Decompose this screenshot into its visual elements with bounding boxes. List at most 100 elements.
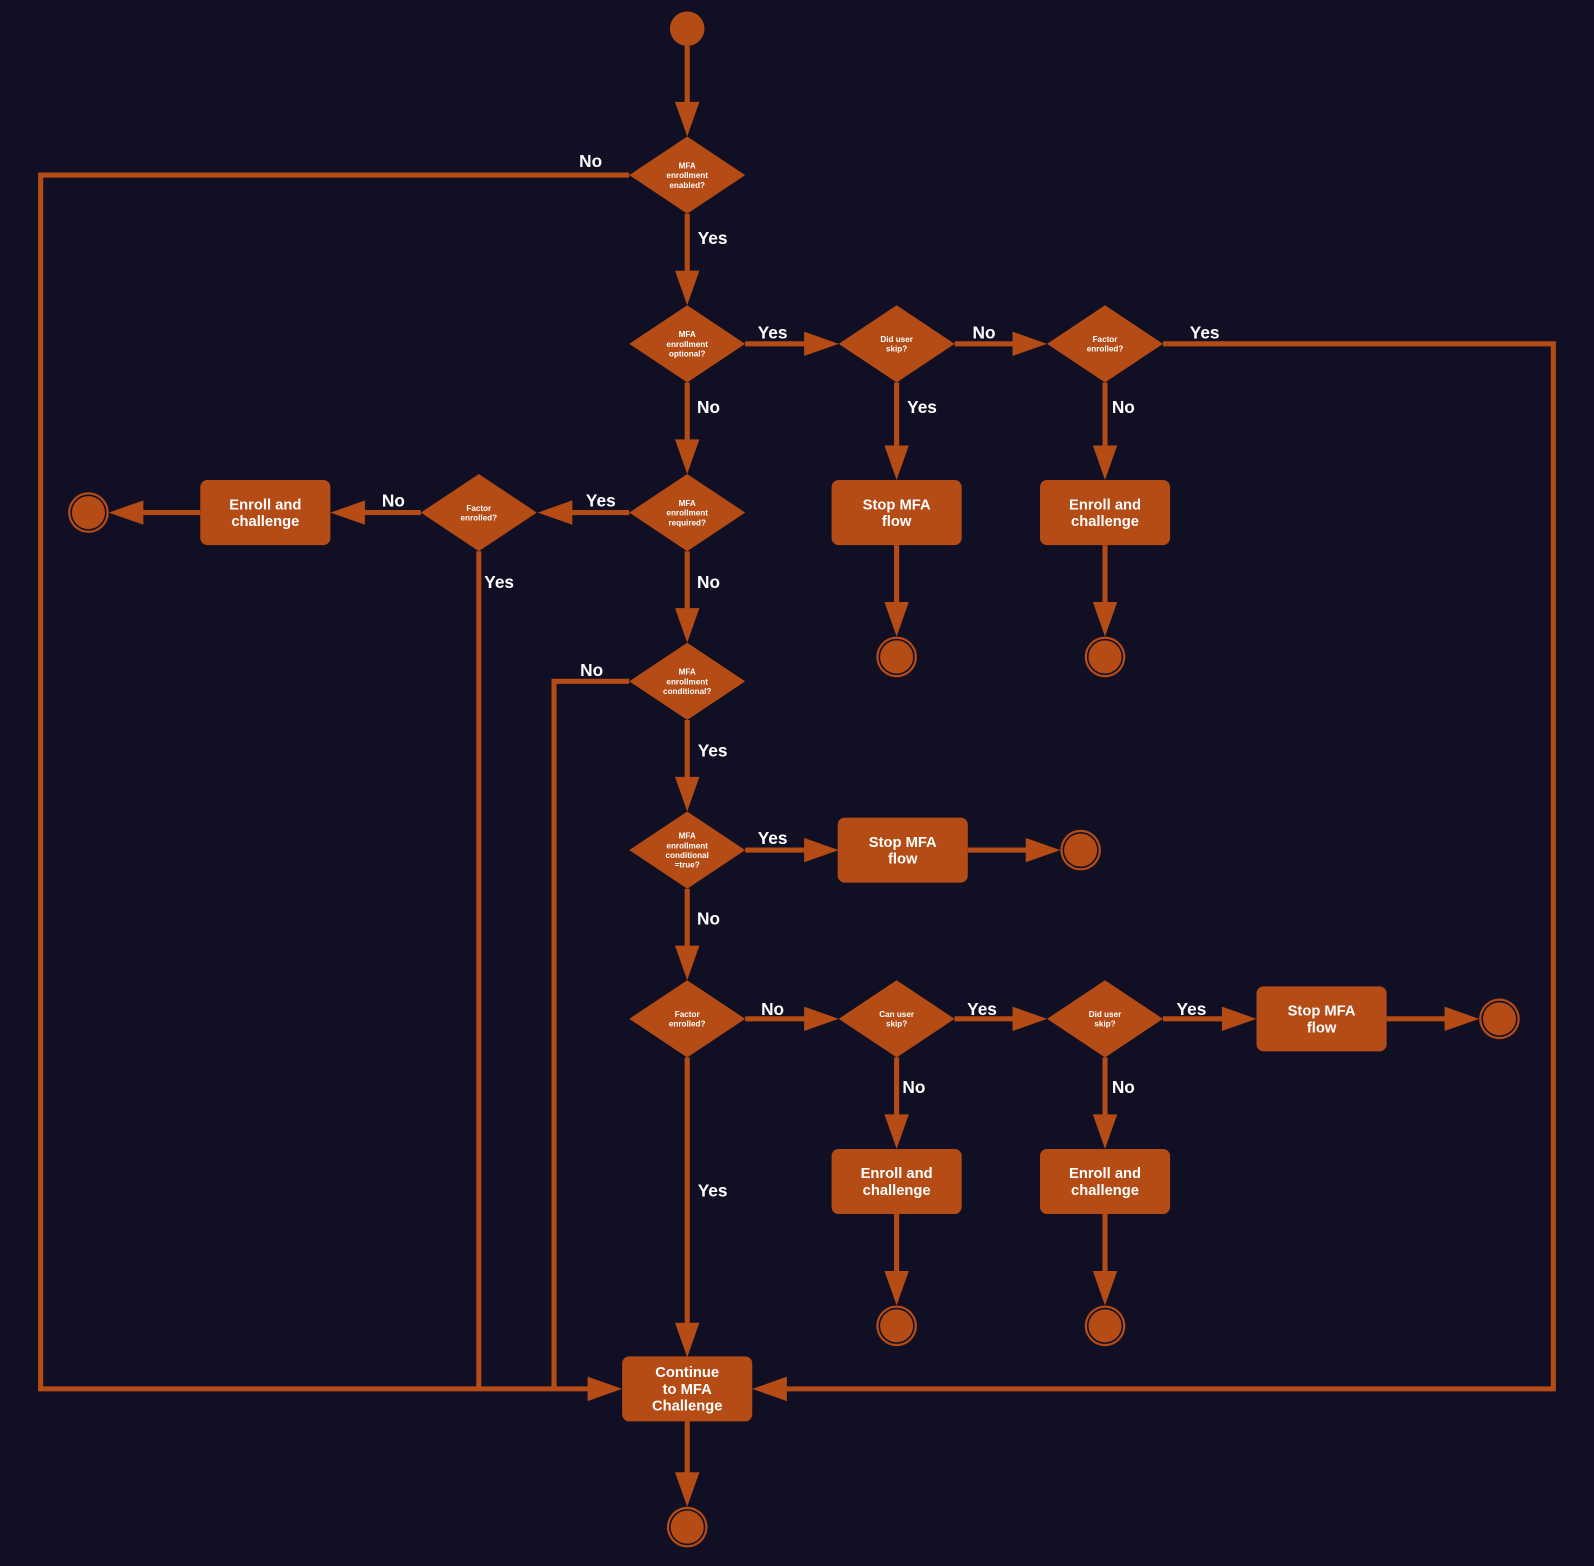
node-label: Factor — [466, 504, 492, 513]
start-node — [669, 11, 705, 46]
node-label: Factor — [1093, 335, 1119, 344]
edge-label-d3-no: No — [973, 323, 996, 343]
node-label: Did user — [1089, 1010, 1122, 1019]
arrowhead-icon — [1025, 837, 1061, 863]
edge-label-d5-yes: Yes — [586, 490, 616, 510]
edge-label-d1-no: No — [579, 151, 602, 171]
edge-label-d11-no: No — [1112, 1077, 1135, 1097]
arrowhead-icon — [884, 445, 909, 481]
node-label: enrollment — [666, 340, 708, 349]
edge-label-d8-yes: Yes — [758, 828, 788, 848]
node-label: MFA — [679, 499, 696, 508]
node-label: enabled? — [669, 181, 705, 190]
arrowhead-icon — [108, 500, 144, 525]
edge-d4-yes — [784, 341, 1556, 1392]
node-label: challenge — [1071, 1183, 1139, 1199]
edge-label-d1-yes: Yes — [698, 228, 728, 248]
arrowhead-icon — [587, 1376, 623, 1402]
edge-d7-no — [551, 678, 630, 1389]
arrowhead-icon — [675, 1472, 700, 1507]
node-label: optional? — [669, 350, 706, 359]
arrowhead-icon — [675, 776, 700, 812]
node-label: MFA — [679, 668, 696, 677]
arrowhead-icon — [675, 608, 700, 643]
edge-label-d9-yes: Yes — [698, 1181, 728, 1201]
node-label: conditional? — [663, 687, 711, 696]
end-node — [1084, 1305, 1126, 1347]
edge-label-d8-no: No — [697, 908, 720, 928]
arrowhead-icon — [675, 270, 700, 306]
node-label: Enroll and — [229, 497, 301, 513]
node-label: skip? — [1094, 1020, 1115, 1029]
arrowhead-icon — [675, 439, 700, 474]
edge-label-d9-no: No — [761, 999, 784, 1019]
edge-label-d11-yes: Yes — [1177, 999, 1207, 1019]
arrowhead-icon — [675, 101, 700, 137]
node-label: to MFA — [663, 1382, 712, 1398]
node-label: Stop MFA — [1288, 1004, 1356, 1020]
edge-label-d5-no: No — [697, 572, 720, 592]
arrowhead-icon — [675, 945, 700, 981]
arrowhead-icon — [330, 500, 365, 525]
node-label: challenge — [1071, 514, 1139, 530]
node-label: MFA — [679, 330, 696, 339]
node-label: flow — [882, 514, 912, 530]
node-label: enrollment — [666, 677, 708, 686]
node-label: Enroll and — [1069, 1166, 1141, 1182]
arrowhead-icon — [884, 1270, 909, 1306]
node-label: challenge — [231, 514, 299, 530]
node-label: Continue — [655, 1365, 719, 1381]
edge-label-d10-no: No — [902, 1077, 925, 1097]
node-label: MFA — [679, 832, 696, 841]
node-label: enrollment — [666, 171, 708, 180]
end-node — [876, 1305, 917, 1347]
edge-label-d6-yes: Yes — [484, 572, 514, 592]
arrowhead-icon — [1221, 1006, 1257, 1032]
arrowhead-icon — [804, 1006, 839, 1032]
node-label: Challenge — [652, 1399, 722, 1415]
edge-label-d3-yes: Yes — [907, 397, 937, 417]
edge-label-d4-no: No — [1112, 397, 1135, 417]
arrowhead-icon — [1444, 1006, 1480, 1032]
edge-label-d2-no: No — [697, 397, 720, 417]
arrowhead-icon — [884, 1114, 909, 1149]
edge-label-d6-no: No — [382, 490, 405, 510]
edge-label-d7-yes: Yes — [698, 741, 728, 761]
node-label: Factor — [675, 1010, 701, 1019]
arrowhead-icon — [1092, 1270, 1118, 1306]
node-label: required? — [668, 518, 706, 527]
end-node — [876, 636, 917, 678]
arrowhead-icon — [804, 331, 839, 357]
edge-label-d2-yes: Yes — [758, 323, 788, 343]
arrowhead-icon — [1012, 1006, 1048, 1032]
arrowhead-icon — [752, 1376, 787, 1402]
arrowhead-icon — [1092, 445, 1118, 481]
node-label: flow — [888, 852, 918, 868]
node-label: enrolled? — [1087, 345, 1124, 354]
edge-label-d4-yes: Yes — [1190, 323, 1220, 343]
arrowhead-icon — [1012, 331, 1048, 357]
node-label: enrolled? — [669, 1020, 706, 1029]
node-label: conditional — [666, 851, 709, 860]
node-label: challenge — [863, 1183, 931, 1199]
end-node — [1084, 636, 1126, 678]
edge-label-d7-no: No — [580, 660, 603, 680]
end-node — [666, 1506, 708, 1548]
end-node — [68, 492, 109, 533]
arrowhead-icon — [884, 602, 909, 637]
